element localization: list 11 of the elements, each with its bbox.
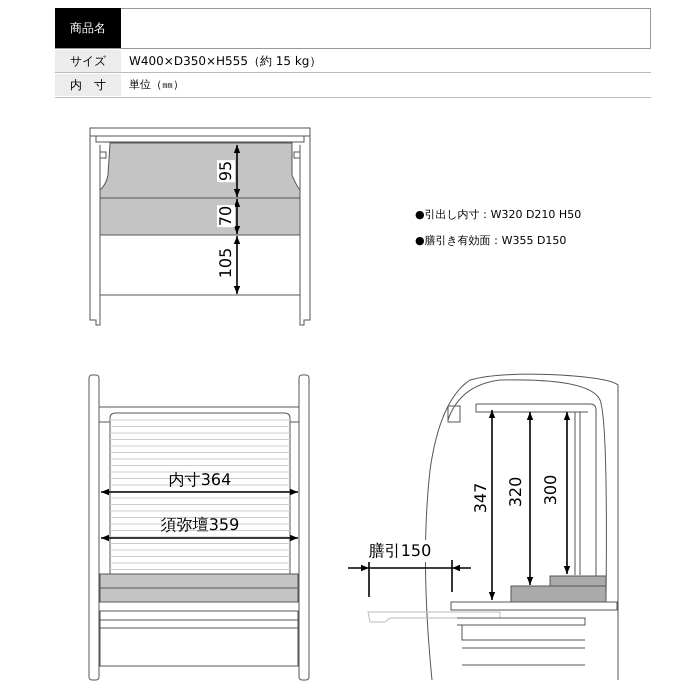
table-header-cell: 内 寸 — [55, 74, 121, 96]
dimension-value: 須弥壇359 — [160, 514, 240, 536]
dimension-value: 70 — [217, 204, 235, 228]
spec-note: ●膳引き有効面：W355 D150 — [415, 233, 568, 249]
table-header-cell: サイズ — [55, 50, 121, 72]
table-header-cell: 商品名 — [55, 8, 121, 48]
table-cell-text: 単位（㎜） — [128, 76, 185, 93]
dimension-value: 95 — [217, 160, 235, 182]
dimension-value: 内寸364 — [168, 469, 232, 491]
table-cell-text: W400×D350×H555（約 15 kg） — [128, 53, 322, 70]
spec-note: ●引出し内寸：W320 D210 H50 — [415, 207, 582, 223]
